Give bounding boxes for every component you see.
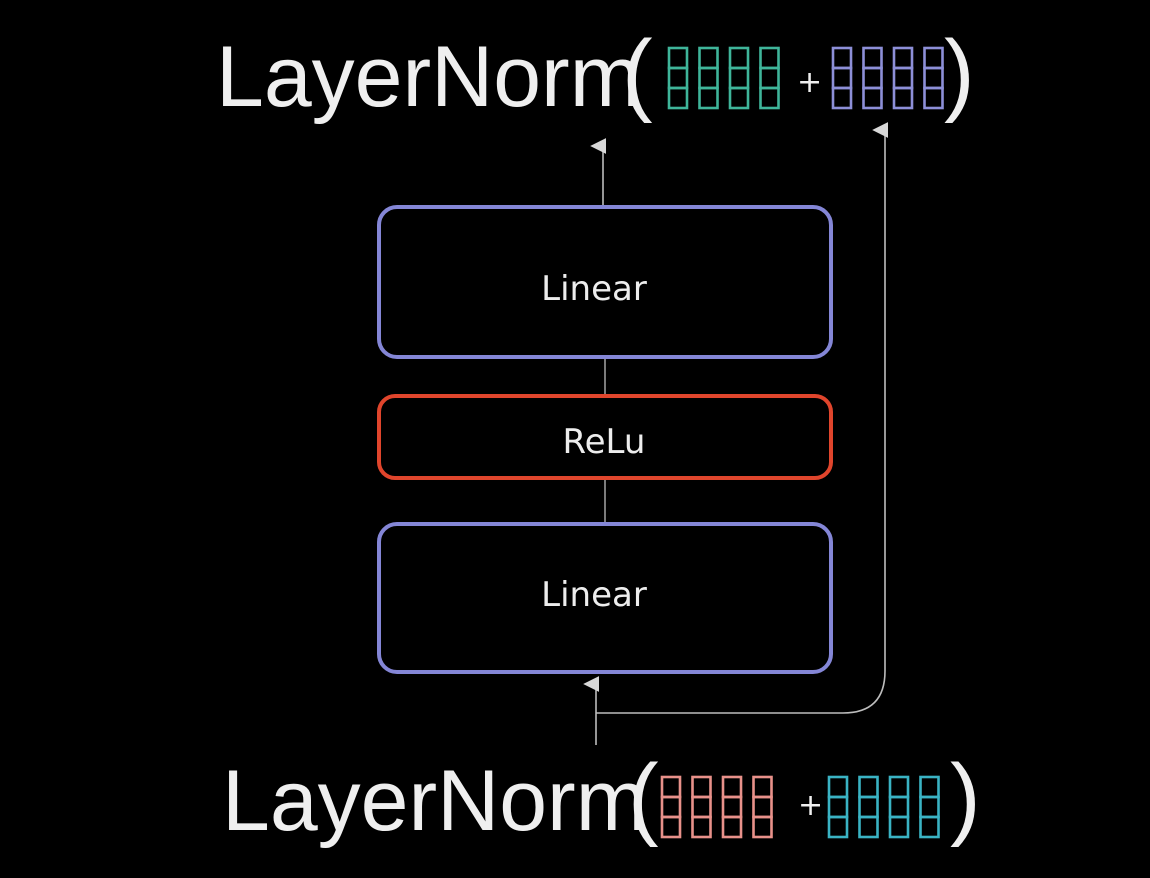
bottom-right-vector-cell — [827, 775, 849, 799]
top-right-vector-column — [892, 46, 914, 110]
top-left-vector-cell — [667, 86, 689, 110]
bottom-plus-sign: + — [798, 788, 823, 823]
top-right-vector-column — [831, 46, 853, 110]
bottom-layernorm-label: LayerNorm — [222, 753, 647, 849]
bottom-left-vector-cell — [660, 775, 682, 799]
top-right-vector-cell — [831, 86, 853, 110]
top-left-vector-cell — [698, 46, 719, 70]
bottom-left-vector-cell — [721, 795, 743, 819]
bottom-right-vector-cell — [919, 775, 940, 799]
bottom-right-vector-cell — [888, 775, 910, 799]
bottom-left-vector-cell — [752, 775, 773, 799]
bottom-right-vector-column — [827, 775, 849, 839]
bottom-right-vector-cell — [858, 775, 879, 799]
bottom-right-vector-column — [858, 775, 879, 839]
bottom-left-vector-cell — [752, 795, 773, 819]
linear-top-label: Linear — [541, 269, 647, 309]
bottom-left-vector-column — [721, 775, 743, 839]
linear-top-block: Linear — [377, 205, 833, 359]
bottom-left-vector-cell — [721, 815, 743, 839]
top-right-vector-cell — [831, 66, 853, 90]
bottom-left-vector-column — [752, 775, 773, 839]
top-left-vector-cell — [667, 66, 689, 90]
bottom-left-vector-cell — [752, 815, 773, 839]
top-right-vector-cell — [923, 66, 944, 90]
top-left-vector-cell — [698, 66, 719, 90]
bottom-right-vector-cell — [858, 815, 879, 839]
bottom-equation: LayerNorm ( + ) — [222, 746, 981, 849]
top-equation: LayerNorm ( + ) — [216, 22, 975, 125]
top-left-vector — [667, 46, 780, 110]
bottom-right-vector-cell — [919, 795, 940, 819]
top-right-vector-cell — [923, 86, 944, 110]
connectors — [583, 122, 889, 745]
top-left-vector-cell — [728, 46, 750, 70]
bottom-right-vector-cell — [827, 795, 849, 819]
top-right-vector-cell — [862, 46, 883, 70]
relu-block: ReLu — [377, 394, 833, 480]
top-right-vector-cell — [862, 66, 883, 90]
linear-bottom-label: Linear — [541, 575, 647, 615]
top-right-vector-cell — [892, 66, 914, 90]
top-left-vector-cell — [728, 66, 750, 90]
bottom-left-vector-cell — [691, 795, 712, 819]
linear-bottom-box — [377, 522, 833, 674]
bottom-left-vector-cell — [660, 795, 682, 819]
top-left-vector-cell — [728, 86, 750, 110]
top-right-vector-cell — [923, 46, 944, 70]
bottom-left-vector — [660, 775, 773, 839]
relu-label: ReLu — [563, 422, 646, 462]
top-left-vector-cell — [667, 46, 689, 70]
top-right-vector-column — [862, 46, 883, 110]
top-left-vector-cell — [759, 66, 780, 90]
top-right-vector-cell — [892, 46, 914, 70]
top-left-vector-column — [667, 46, 689, 110]
top-right-vector-cell — [831, 46, 853, 70]
bottom-left-vector-column — [691, 775, 712, 839]
top-left-vector-cell — [759, 86, 780, 110]
bottom-left-vector-cell — [660, 815, 682, 839]
bottom-left-vector-cell — [691, 815, 712, 839]
top-right-vector-cell — [862, 86, 883, 110]
bottom-close-paren: ) — [950, 746, 981, 848]
top-open-paren: ( — [622, 22, 653, 124]
top-right-vector-column — [923, 46, 944, 110]
top-left-vector-column — [759, 46, 780, 110]
bottom-open-paren: ( — [628, 746, 659, 848]
bottom-left-vector-cell — [691, 775, 712, 799]
top-left-vector-cell — [698, 86, 719, 110]
top-close-paren: ) — [944, 22, 975, 124]
top-left-vector-column — [698, 46, 719, 110]
top-right-vector — [831, 46, 944, 110]
bottom-right-vector-column — [888, 775, 910, 839]
bottom-right-vector-cell — [858, 795, 879, 819]
top-layernorm-label: LayerNorm — [216, 29, 641, 125]
linear-bottom-block: Linear — [377, 522, 833, 674]
bottom-right-vector-cell — [888, 795, 910, 819]
bottom-right-vector — [827, 775, 940, 839]
bottom-left-vector-cell — [721, 775, 743, 799]
bottom-left-vector-column — [660, 775, 682, 839]
top-left-vector-column — [728, 46, 750, 110]
top-plus-sign: + — [797, 65, 822, 100]
bottom-right-vector-cell — [919, 815, 940, 839]
bottom-right-vector-cell — [888, 815, 910, 839]
linear-top-box — [377, 205, 833, 359]
bottom-right-vector-cell — [827, 815, 849, 839]
top-left-vector-cell — [759, 46, 780, 70]
relu-box — [377, 394, 833, 480]
top-right-vector-cell — [892, 86, 914, 110]
residual-skip-arrow — [596, 122, 889, 714]
bottom-right-vector-column — [919, 775, 940, 839]
